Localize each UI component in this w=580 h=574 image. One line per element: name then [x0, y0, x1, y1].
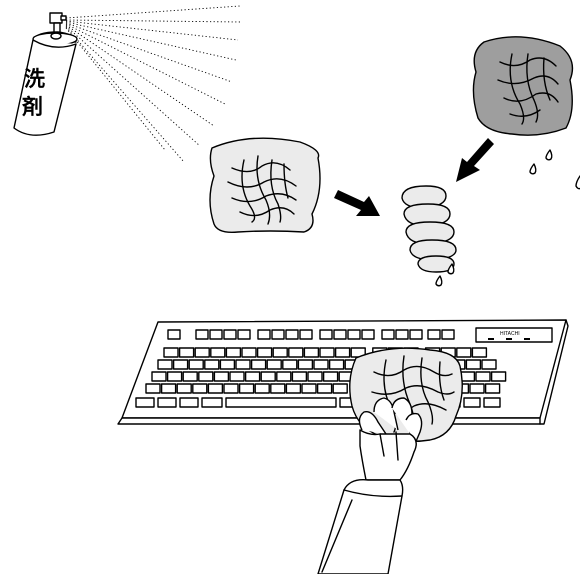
- keyboard-key: [180, 348, 194, 357]
- keyboard-key: [199, 372, 213, 381]
- keyboard-key: [164, 348, 178, 357]
- keyboard-key: [466, 360, 480, 369]
- keyboard-key: [195, 348, 209, 357]
- keyboard-key: [252, 360, 266, 369]
- keyboard-key: [470, 384, 484, 393]
- keyboard-key: [320, 348, 334, 357]
- arrow-right-icon: [334, 190, 380, 216]
- keyboard-brand-label: HITACHI: [500, 331, 520, 337]
- keyboard-key: [261, 372, 275, 381]
- keyboard-key: [152, 372, 166, 381]
- keyboard-key: [324, 372, 338, 381]
- keyboard-key: [292, 372, 306, 381]
- keyboard-key: [211, 348, 225, 357]
- keyboard-key: [333, 384, 347, 393]
- keyboard-key: [318, 384, 332, 393]
- keyboard-key: [271, 384, 285, 393]
- keyboard-key: [189, 360, 203, 369]
- keyboard-key: [277, 372, 291, 381]
- keyboard-key: [308, 372, 322, 381]
- keyboard-key: [168, 372, 182, 381]
- keyboard-key: [255, 384, 269, 393]
- spray-can-label-1: 洗: [24, 67, 45, 91]
- keyboard-key: [258, 348, 272, 357]
- keyboard-key: [246, 372, 260, 381]
- water-drops-right: [530, 150, 580, 189]
- keyboard-key: [158, 398, 176, 407]
- keyboard-key: [202, 398, 222, 407]
- keyboard-key: [177, 384, 191, 393]
- wrung-cloth: [402, 186, 456, 272]
- keyboard-key: [180, 398, 198, 407]
- keyboard-key: [486, 384, 500, 393]
- keyboard-key: [484, 398, 500, 407]
- keyboard-key: [336, 348, 350, 357]
- keyboard-key: [183, 372, 197, 381]
- keyboard-key: [226, 348, 240, 357]
- keyboard-key: [298, 360, 312, 369]
- cloth-with-detergent: [210, 138, 320, 232]
- keyboard-key: [240, 384, 254, 393]
- keyboard-key: [146, 384, 160, 393]
- keyboard-key: [158, 360, 172, 369]
- arrow-left-down-icon: [456, 138, 494, 182]
- spray-mist: [66, 6, 240, 162]
- keyboard-key: [330, 360, 344, 369]
- keyboard-key: [136, 398, 154, 407]
- keyboard-key: [224, 384, 238, 393]
- keyboard-key: [162, 384, 176, 393]
- keyboard: HITACHI: [118, 320, 568, 424]
- space-bar: [226, 398, 336, 407]
- keyboard-key: [472, 348, 486, 357]
- keyboard-key: [230, 372, 244, 381]
- keyboard-key: [242, 348, 256, 357]
- keyboard-key: [267, 360, 281, 369]
- keyboard-key: [289, 348, 303, 357]
- keyboard-key: [208, 384, 222, 393]
- keyboard-key: [214, 372, 228, 381]
- keyboard-key: [492, 372, 506, 381]
- keyboard-key: [174, 360, 188, 369]
- keyboard-key: [457, 348, 471, 357]
- spray-can: 洗 剤: [14, 6, 240, 162]
- keyboard-key: [482, 360, 496, 369]
- keyboard-key: [464, 398, 480, 407]
- spray-can-label-2: 剤: [21, 95, 43, 119]
- keyboard-indicator-panel: HITACHI: [476, 328, 552, 342]
- keyboard-key: [220, 360, 234, 369]
- keyboard-key: [193, 384, 207, 393]
- keyboard-key: [273, 348, 287, 357]
- keyboard-key: [205, 360, 219, 369]
- keyboard-key: [304, 348, 318, 357]
- keyboard-key: [283, 360, 297, 369]
- keyboard-key: [314, 360, 328, 369]
- keyboard-key: [302, 384, 316, 393]
- keyboard-key: [236, 360, 250, 369]
- wet-cloth: [473, 37, 572, 135]
- keyboard-key: [476, 372, 490, 381]
- keyboard-key: [286, 384, 300, 393]
